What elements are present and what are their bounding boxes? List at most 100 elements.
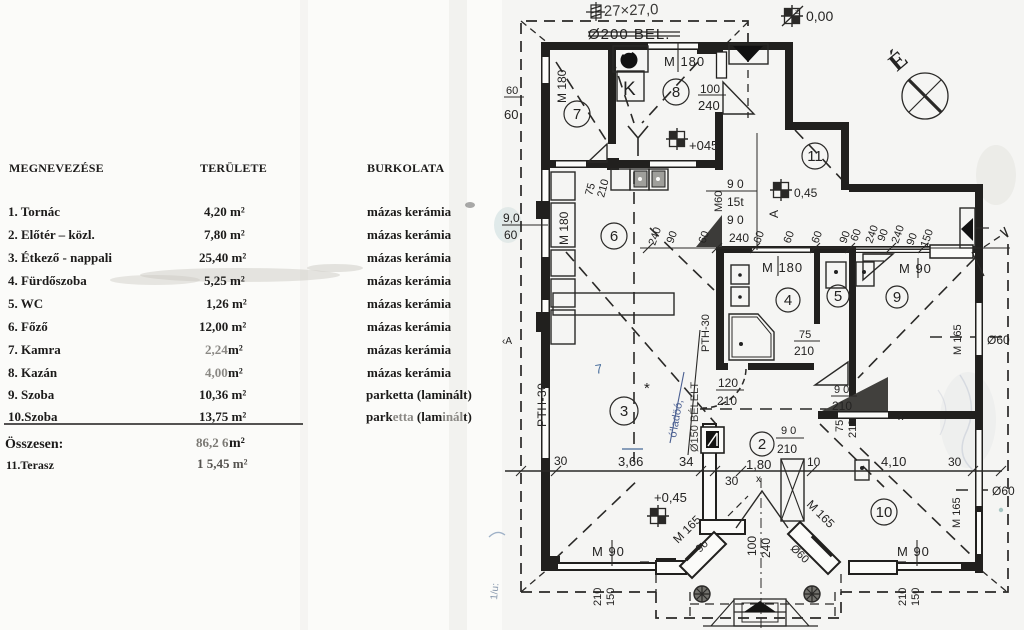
svg-text:240: 240 [729,231,749,245]
svg-text:mázas kerámia: mázas kerámia [367,319,452,334]
svg-text:M 90: M 90 [899,261,932,276]
svg-text:240: 240 [890,224,908,245]
svg-text:0,45: 0,45 [794,186,818,200]
svg-text:K: K [623,79,636,100]
svg-text:34: 34 [679,454,693,469]
svg-text:150: 150 [910,588,922,606]
svg-text:x: x [756,474,761,485]
svg-text:210: 210 [777,442,797,456]
svg-text:60: 60 [810,229,825,245]
svg-text:M 165: M 165 [952,324,964,355]
svg-text:mázas kerámia: mázas kerámia [367,250,452,265]
svg-text:60: 60 [752,229,767,245]
svg-text:‹A: ‹A [502,336,512,347]
svg-text:2: 2 [758,436,766,453]
svg-text:86,2 6: 86,2 6 [196,435,229,450]
svg-text:75: 75 [834,420,846,432]
svg-text:240: 240 [698,98,720,113]
svg-text:10.Szoba: 10.Szoba [8,409,58,424]
svg-text:210: 210 [592,588,604,606]
svg-text:30: 30 [725,474,739,488]
svg-text:Ø150 BÉLELT: Ø150 BÉLELT [688,382,701,452]
svg-text:±: ± [795,6,800,16]
svg-text:9 0: 9 0 [781,425,796,437]
svg-text:10: 10 [807,455,821,469]
svg-text:210: 210 [794,344,814,358]
svg-text:240: 240 [864,224,882,245]
svg-text:4,10: 4,10 [881,454,906,469]
svg-text:60: 60 [504,228,518,242]
svg-text:6: 6 [610,228,618,245]
svg-text:parketta (laminált): parketta (laminált) [366,387,472,402]
svg-text:M 180: M 180 [557,211,571,245]
svg-text:11.Terasz: 11.Terasz [6,458,55,472]
svg-text:100: 100 [700,82,720,96]
svg-text:parketta (laminált): parketta (laminált) [366,409,472,424]
svg-text:BURKOLATA: BURKOLATA [367,161,444,175]
svg-text:mázas kerámia: mázas kerámia [367,204,452,219]
svg-text:M 90: M 90 [592,544,625,559]
svg-text:90: 90 [838,229,853,245]
svg-text:75: 75 [583,182,598,197]
svg-text:x: x [898,411,904,423]
svg-text:90: 90 [665,229,680,245]
svg-text:15t: 15t [727,195,744,209]
svg-text:PTH-30: PTH-30 [535,383,549,427]
svg-text:M 180: M 180 [555,69,569,103]
svg-text:210: 210 [897,588,909,606]
svg-text:11: 11 [807,148,823,165]
svg-text:PTH-30: PTH-30 [700,314,712,352]
svg-text:7: 7 [573,106,581,123]
svg-text:1,80: 1,80 [746,457,771,472]
svg-text:150: 150 [605,588,617,606]
svg-text:7,80 m²: 7,80 m² [204,227,245,242]
svg-text:M 90: M 90 [897,544,930,559]
svg-text:210: 210 [717,394,737,408]
svg-text:210: 210 [832,399,852,413]
svg-text:120: 120 [718,376,738,390]
svg-text:A: A [767,210,781,218]
svg-text:60: 60 [504,107,518,122]
svg-text:6. Főző: 6. Főző [8,319,48,334]
svg-text:4: 4 [784,292,792,309]
svg-text:M 165: M 165 [951,497,963,528]
svg-text:m²: m² [228,365,243,380]
svg-text:25,40 m²: 25,40 m² [199,250,246,265]
svg-text:9. Szoba: 9. Szoba [8,387,55,402]
svg-text:0,00: 0,00 [806,8,833,24]
svg-text:90: 90 [876,227,891,243]
svg-text:3,66: 3,66 [618,454,643,469]
svg-text:75: 75 [799,329,811,341]
svg-text:210: 210 [595,178,611,199]
svg-text:10: 10 [876,504,893,521]
svg-text:2,24: 2,24 [205,342,228,357]
svg-text:4. Fürdőszoba: 4. Fürdőszoba [8,273,87,288]
svg-text:60: 60 [849,227,864,243]
svg-text:+045: +045 [689,138,718,153]
svg-text:Ø60: Ø60 [992,484,1015,498]
svg-text:1 5,45 m²: 1 5,45 m² [197,456,248,471]
svg-text:9 0: 9 0 [727,177,744,191]
svg-text:13,75 m²: 13,75 m² [199,409,246,424]
svg-text:mázas kerámia: mázas kerámia [367,296,452,311]
svg-text:5: 5 [834,288,842,305]
svg-text:60: 60 [506,85,518,97]
svg-text:7. Kamra: 7. Kamra [8,342,61,357]
svg-text:90: 90 [905,231,920,247]
svg-text:30: 30 [554,454,568,468]
svg-text:240: 240 [759,538,773,558]
svg-text:m²: m² [228,342,243,357]
svg-text:1/u:: 1/u: [489,583,501,601]
svg-text:MEGNEVEZÉSE: MEGNEVEZÉSE [9,161,104,175]
svg-text:+0,45: +0,45 [654,490,687,505]
svg-text:Összesen:: Összesen: [5,435,63,452]
svg-text:M 180: M 180 [762,260,803,275]
svg-text:9,0: 9,0 [503,211,520,225]
svg-text:mázas kerámia: mázas kerámia [367,342,452,357]
svg-text:8: 8 [672,84,680,101]
svg-text:Ø60: Ø60 [987,333,1010,347]
svg-text:60: 60 [697,229,712,245]
svg-text:7: 7 [594,361,604,377]
svg-text:M60: M60 [713,191,725,212]
svg-text:9: 9 [893,289,901,306]
